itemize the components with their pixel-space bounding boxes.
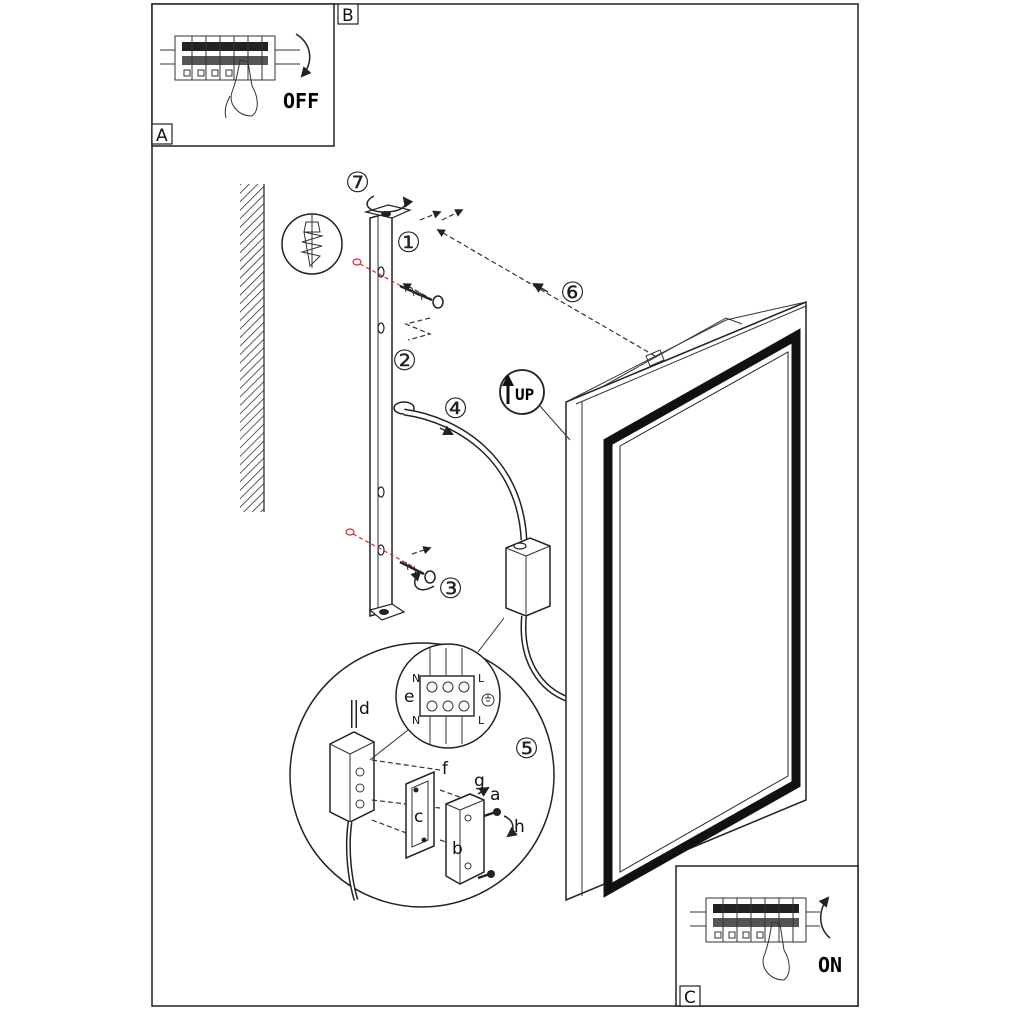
breaker-strip-icon [160,35,300,81]
step-3: ③ [438,572,463,605]
wiring-detail: N L N L d e f g a h c b [289,617,555,908]
terminal-n-top: N [412,672,420,685]
mounting-bracket [363,204,412,621]
panel-c-letter-box [679,985,701,1007]
up-arrow-icon [502,374,514,386]
cover-screw-icon [477,870,495,880]
letter-h: h [514,817,525,837]
insert-arrow-icon [411,546,432,555]
junction-box [505,537,551,617]
insert-arrow-icon [404,317,432,341]
panel-c-breaker-on: C ON [675,865,859,1008]
step-7: ⑦ [345,166,370,199]
screw-turn-arrow-icon [503,815,518,838]
bottom-screw-icon [379,609,389,615]
hang-guide-line [436,229,656,357]
up-label: UP [515,385,534,404]
mirror-hook [645,349,665,367]
letter-f: f [442,759,449,779]
step-1: ① [396,226,421,259]
cover-screw-icon [483,808,501,818]
insert-arrow-icon [441,209,464,221]
gasket [405,770,435,860]
step-5: ⑤ [514,732,539,765]
switch-on-arrow-icon [818,896,831,939]
wall-hole [345,528,355,536]
bracket-hole [377,544,385,556]
led-mirror [565,300,807,902]
letter-a: a [490,785,500,805]
step-2: ② [392,344,417,377]
cable-direction-arrow-icon [439,425,454,435]
hand-icon [230,59,258,117]
breaker-strip-icon [690,897,820,943]
lower-wall-screw-icon [399,560,436,584]
letter-g: g [474,771,485,791]
up-orientation-marker: UP [499,369,571,441]
hand-icon [762,921,790,981]
upper-wall-screw-icon [399,283,444,309]
letter-e: e [404,687,414,707]
terminal-n-bottom: N [412,714,420,727]
panel-a-letter: A [156,126,168,146]
on-label: ON [818,953,842,977]
bracket-hole [377,486,385,498]
wall-hatch [240,184,264,512]
step-4: ④ [443,392,468,425]
wall-plug-detail [281,213,343,275]
panel-a-letter-box [151,123,173,145]
insert-arrow-icon [402,283,427,297]
rotate-arrow-icon [366,195,414,213]
screw-turn-arrow-icon [410,570,435,591]
step-6: ⑥ [560,276,585,309]
wall-hole [352,258,362,266]
bracket-hole [377,322,385,334]
off-label: OFF [283,89,319,113]
panel-b-marker: B [337,3,359,26]
connector-box [329,731,375,823]
insert-arrow-icon [419,210,442,221]
terminal-l-bottom: L [478,714,485,727]
panel-a-breaker-off: A OFF [151,3,335,147]
terminal-l-top: L [478,672,485,685]
switch-off-arrow-icon [295,33,312,78]
letter-b: b [452,839,463,859]
hang-direction-arrow-icon [532,282,549,293]
panel-c-letter: C [684,988,696,1008]
main-frame [151,3,859,1007]
panel-b-letter: B [342,6,354,26]
letter-c: c [414,807,423,827]
cover-plate [445,793,485,885]
letter-d: d [359,699,370,719]
